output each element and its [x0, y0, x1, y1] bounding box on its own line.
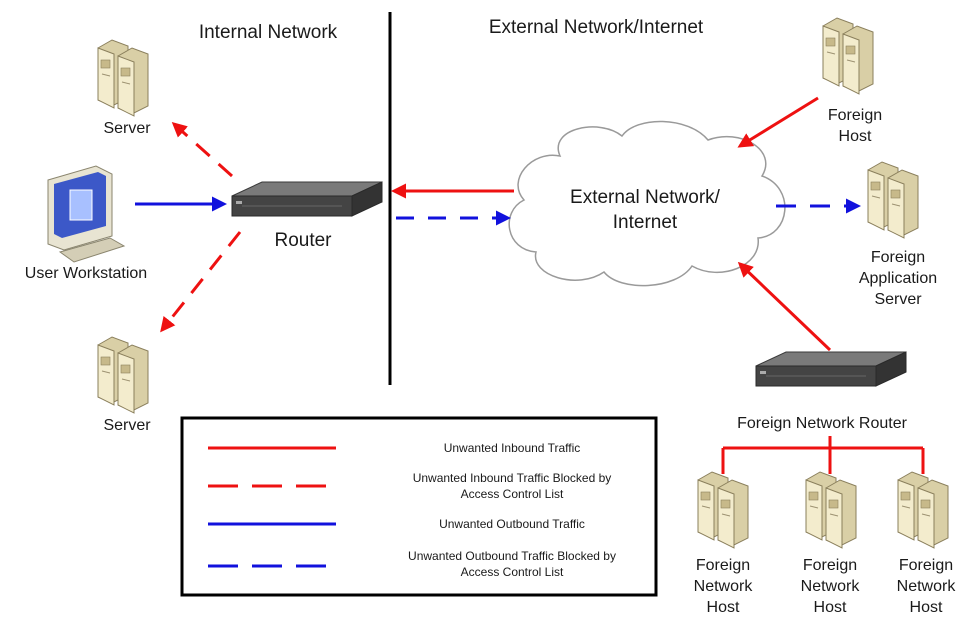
- server-top-label: Server: [103, 120, 151, 137]
- arrow-router-to-top-server: [171, 121, 234, 178]
- legend-label-inbound-blocked-1: Unwanted Inbound Traffic Blocked by: [413, 471, 612, 485]
- cloud-label-line1: External Network/: [570, 187, 721, 208]
- foreign-router-icon: [755, 351, 907, 387]
- legend-label-outbound: Unwanted Outbound Traffic: [439, 517, 585, 531]
- internal-network-heading: Internal Network: [199, 22, 338, 43]
- fnh1-label-1: Foreign: [696, 557, 750, 574]
- cloud-label-line2: Internet: [613, 212, 678, 233]
- server-bottom-label: Server: [103, 417, 151, 434]
- foreign-app-label-1: Foreign: [871, 249, 925, 266]
- fnh2-label-2: Network: [801, 578, 861, 595]
- foreign-host-icon: [822, 17, 874, 95]
- fnh1-label-3: Host: [707, 599, 740, 616]
- foreign-router-label: Foreign Network Router: [737, 415, 908, 432]
- fnh3-label-3: Host: [910, 599, 943, 616]
- fnh3-label-2: Network: [897, 578, 957, 595]
- external-network-heading: External Network/Internet: [489, 17, 704, 38]
- server-icon-top: [97, 39, 149, 117]
- fnh2-label-3: Host: [814, 599, 847, 616]
- fnh3-label-1: Foreign: [899, 557, 953, 574]
- arrow-foreign-router-to-cloud: [737, 261, 832, 352]
- foreign-network-bus: [721, 436, 925, 474]
- legend-label-outbound-blocked-1: Unwanted Outbound Traffic Blocked by: [408, 549, 616, 563]
- arrow-foreign-host-to-cloud: [737, 96, 819, 148]
- legend-label-outbound-blocked-2: Access Control List: [461, 565, 564, 579]
- workstation-label: User Workstation: [25, 265, 147, 282]
- legend-box: [180, 416, 658, 597]
- router-icon: [231, 181, 383, 217]
- legend-label-inbound: Unwanted Inbound Traffic: [444, 441, 581, 455]
- foreign-host-label-2: Host: [839, 128, 872, 145]
- workstation-icon: [47, 165, 126, 263]
- legend-label-inbound-blocked-2: Access Control List: [461, 487, 564, 501]
- foreign-app-label-3: Server: [874, 291, 922, 308]
- foreign-app-label-2: Application: [859, 270, 937, 287]
- router-label: Router: [274, 230, 332, 251]
- arrow-router-to-bottom-server: [160, 231, 242, 333]
- server-icon-bottom: [97, 336, 149, 414]
- fnh1-label-2: Network: [694, 578, 754, 595]
- foreign-network-host-icon-2: [805, 471, 857, 549]
- foreign-network-host-icon-3: [897, 471, 949, 549]
- legend: Unwanted Inbound Traffic Unwanted Inboun…: [180, 416, 658, 597]
- foreign-network-host-icon-1: [697, 471, 749, 549]
- foreign-host-label-1: Foreign: [828, 107, 882, 124]
- foreign-app-server-icon: [867, 161, 919, 239]
- fnh2-label-1: Foreign: [803, 557, 857, 574]
